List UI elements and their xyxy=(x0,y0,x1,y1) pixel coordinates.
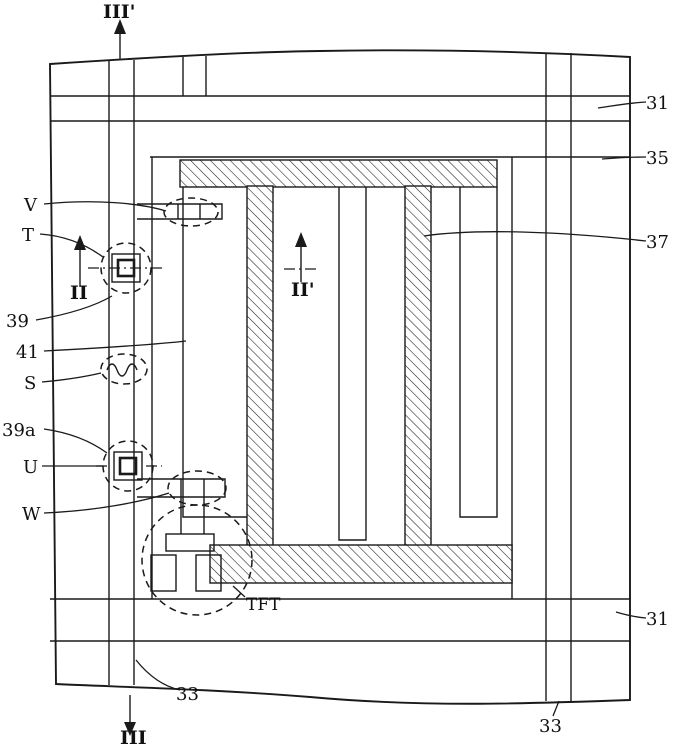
data-line-left xyxy=(108,60,135,685)
label-section-ii: II xyxy=(70,282,88,304)
leader-35 xyxy=(601,156,647,160)
contact-hole-u xyxy=(113,451,143,481)
leader-lines xyxy=(35,101,647,717)
tft-structure xyxy=(150,497,222,592)
leader-41 xyxy=(43,340,187,352)
label-31-top: 31 xyxy=(646,93,669,114)
gate-line-bottom xyxy=(50,598,630,642)
substrate-outline xyxy=(49,49,631,705)
label-41: 41 xyxy=(16,342,39,363)
label-section-iii-prime: III' xyxy=(103,1,135,23)
leader-39 xyxy=(35,295,113,321)
squiggle-s xyxy=(106,363,138,377)
data-line-right xyxy=(545,53,572,701)
bridge-v xyxy=(137,203,223,220)
callout-tft xyxy=(141,504,253,616)
section-arrow-ii xyxy=(74,235,86,287)
bridge-w xyxy=(137,478,226,498)
leader-37 xyxy=(423,231,647,242)
callout-v xyxy=(163,197,219,227)
section-arrow-iii-prime xyxy=(114,19,126,59)
label-39: 39 xyxy=(6,311,29,332)
label-v: V xyxy=(23,195,38,216)
leader-t xyxy=(39,233,104,258)
label-39a: 39a xyxy=(2,420,36,441)
leader-39a xyxy=(43,428,108,454)
pixel-boundary xyxy=(151,157,513,599)
gate-line-top xyxy=(50,56,630,122)
callout-u xyxy=(102,440,154,492)
label-tft: TFT xyxy=(246,595,281,615)
label-33-left: 33 xyxy=(176,684,199,705)
label-s: S xyxy=(24,373,36,394)
callout-w xyxy=(167,470,227,506)
label-w: W xyxy=(22,504,41,525)
pixel-electrode-hatched xyxy=(179,159,513,584)
section-arrow-ii-prime xyxy=(295,232,307,282)
label-33-right: 33 xyxy=(539,716,562,737)
leader-w xyxy=(43,492,170,514)
label-35: 35 xyxy=(646,148,669,169)
label-31-bottom: 31 xyxy=(646,609,669,630)
section-line-ii xyxy=(88,267,318,467)
section-arrow-iii xyxy=(124,695,136,736)
callout-s xyxy=(100,353,148,385)
leader-31-bottom xyxy=(615,611,647,619)
leader-v xyxy=(43,201,167,212)
leader-tft xyxy=(232,585,246,598)
label-section-ii-prime: II' xyxy=(291,279,315,301)
common-electrode-fingers xyxy=(182,187,498,541)
leader-s xyxy=(41,372,102,383)
label-t: T xyxy=(22,225,34,246)
label-37: 37 xyxy=(646,232,669,253)
leader-33-left xyxy=(135,659,181,691)
leader-31-top xyxy=(597,101,647,109)
leader-33-right xyxy=(552,700,560,717)
label-section-iii: III xyxy=(120,727,147,747)
label-u: U xyxy=(23,457,38,478)
